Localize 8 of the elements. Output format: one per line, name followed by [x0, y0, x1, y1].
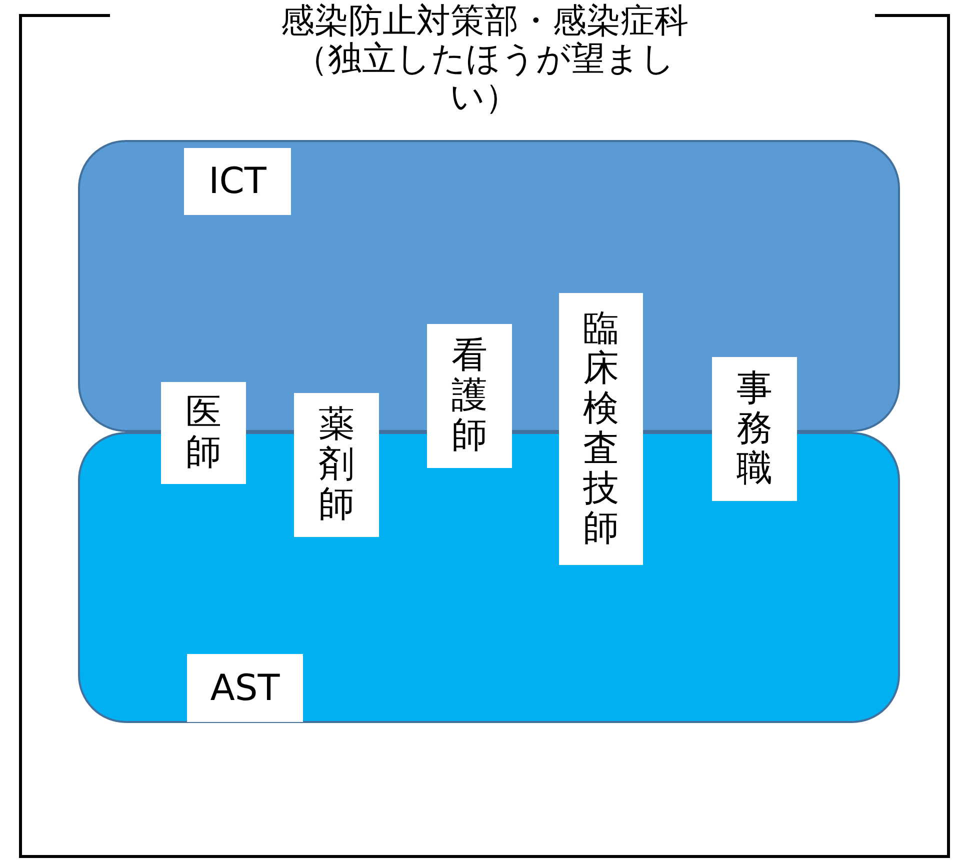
band-label: AST: [187, 654, 303, 722]
role-label: 薬剤師: [294, 393, 379, 537]
band-label: ICT: [184, 148, 291, 215]
role-label: 臨床検査技師: [559, 293, 643, 565]
frame-title: 感染防止対策部・感染症科（独立したほうが望ましい）: [280, 2, 690, 116]
role-label: 看護師: [427, 324, 512, 468]
role-label: 事務職: [712, 357, 797, 501]
role-label: 医師: [161, 382, 246, 484]
